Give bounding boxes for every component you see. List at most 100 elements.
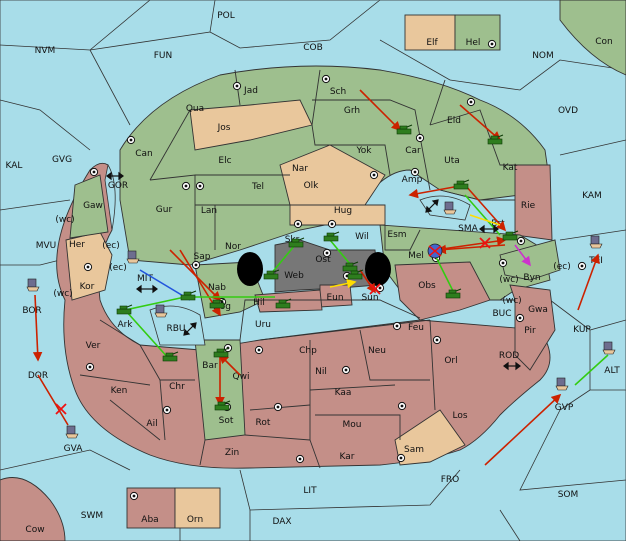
province-label-jos: Jos [217,123,231,133]
sea-label-mit: MIT [137,274,153,284]
strait-east-cap [365,252,391,286]
province-label-nor: Nor [225,242,241,252]
supply-center-icon [501,261,505,265]
province-hil [254,289,323,313]
province-label-feu: Feu [408,323,424,333]
army-icon[interactable] [209,298,226,309]
sea-label-lit: LIT [303,486,317,496]
fleet-icon[interactable] [589,235,603,249]
army-icon[interactable] [323,231,340,242]
order-move [359,269,376,294]
supply-center-icon [129,138,133,142]
supply-center-icon [257,348,261,352]
province-label-hug: Hug [334,206,352,216]
coast-label-wc: (wc) [502,296,521,306]
supply-center-icon [235,84,239,88]
fleet-icon[interactable] [65,425,79,439]
province-label-ver: Ver [86,341,101,351]
army-icon[interactable] [214,400,231,411]
fleet-icon[interactable] [126,250,140,264]
supply-center-icon [92,170,96,174]
strait-west-cap [237,252,263,286]
bounce-x-icon [369,283,381,295]
retreat-icon [427,243,443,259]
province-label-olk: Olk [304,181,320,191]
army-icon[interactable] [487,134,504,145]
supply-center-icon [184,184,188,188]
army-icon[interactable] [288,237,305,248]
order-move [359,89,402,132]
province-label-eld: Eld [447,116,461,126]
province-label-sch: Sch [330,87,346,97]
supply-center-icon [330,222,334,226]
double-arrow-icon [425,199,439,213]
army-icon[interactable] [453,179,470,190]
army-icon[interactable] [263,269,280,280]
double-arrow-icon [479,224,499,234]
province-label-pir: Pir [524,326,536,336]
sea-label-swm: SWM [81,511,103,521]
sea-label-mvu: MVU [36,241,57,251]
army-icon[interactable] [347,269,364,280]
province-orn [174,487,221,529]
army-icon[interactable] [445,288,462,299]
province-label-sam: Sam [404,445,424,455]
province-label-qwi: Qwi [233,372,250,382]
south-region [56,162,551,469]
army-icon[interactable] [502,230,519,241]
supply-center-icon [325,251,329,255]
supply-center-icon [165,408,169,412]
province-label-hel: Hel [466,38,481,48]
sea-label-gor: GOR [108,181,128,191]
army-icon[interactable] [275,298,292,309]
coast-label-ec: (ec) [553,262,571,272]
order-move [32,294,43,362]
bounce-x-icon [55,403,67,415]
province-label-ken: Ken [111,386,128,396]
order-support [574,354,609,386]
sea-label-gvg: GVG [52,155,72,165]
army-icon[interactable] [396,124,413,135]
supply-center-icon [435,338,439,342]
order-convoy [469,214,501,226]
order-move [436,244,506,255]
supply-center-icon [132,494,136,498]
supply-center-icon [86,265,90,269]
province-obs [394,261,491,321]
fleet-icon[interactable] [154,304,168,318]
army-icon[interactable] [116,304,133,315]
province-label-qua: Qua [186,104,204,114]
province-label-lan: Lan [201,206,217,216]
province-label-tel: Tel [251,182,264,192]
province-label-mou: Mou [343,420,362,430]
army-icon[interactable] [213,347,230,358]
fleet-icon[interactable] [443,201,457,215]
province-label-kat: Kat [503,163,518,173]
bounce-x-icon [479,237,491,249]
province-label-sap: Sap [194,252,211,262]
fleet-icon[interactable] [26,278,40,292]
province-label-orl: Orl [444,356,457,366]
army-icon[interactable] [180,290,197,301]
army-icon[interactable] [342,261,359,272]
province-label-elc: Elc [218,156,231,166]
supply-center-icon [88,365,92,369]
province-label-grh: Grh [344,106,360,116]
supply-center-icon [490,42,494,46]
province-label-gur: Gur [156,205,173,215]
fleet-icon[interactable] [555,377,569,391]
province-label-bar: Bar [202,361,218,371]
province-label-web: Web [284,271,304,281]
province-label-uta: Uta [444,156,460,166]
fleet-icon[interactable] [602,341,616,355]
province-label-zin: Zin [225,448,239,458]
coast-label-wc: (wc) [53,289,72,299]
sea-label-pol: POL [217,11,235,21]
army-icon[interactable] [162,351,179,362]
continent [56,65,561,469]
province-label-her: Her [69,240,85,250]
province-label-nab: Nab [208,283,226,293]
supply-center-icon [296,222,300,226]
